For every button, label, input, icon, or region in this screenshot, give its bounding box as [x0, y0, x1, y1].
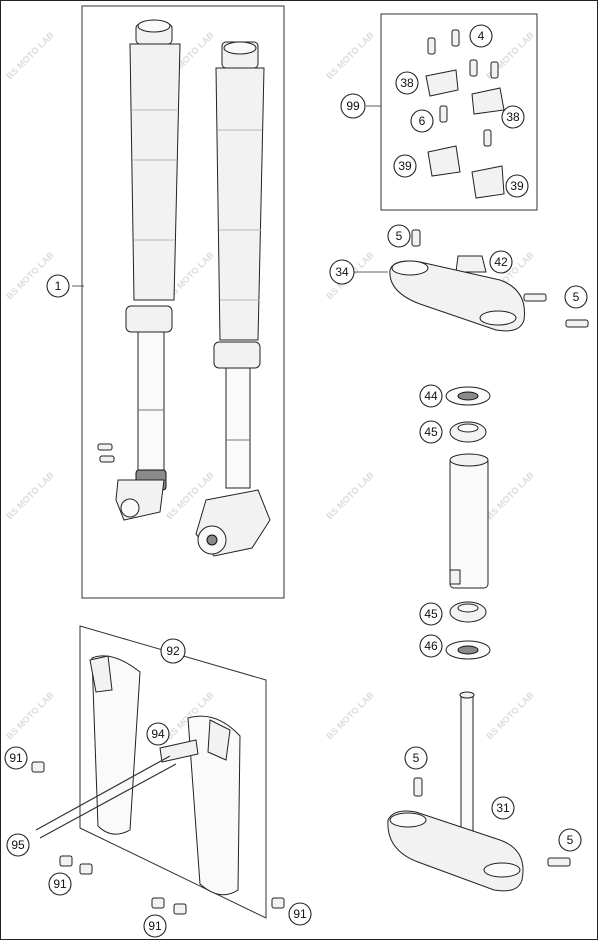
callout-nut-91-c: 91	[288, 902, 312, 926]
svg-text:5: 5	[413, 751, 420, 765]
svg-text:94: 94	[151, 727, 165, 741]
callout-lower-clamp: 31	[491, 796, 515, 820]
handlebar-kit-box	[380, 13, 538, 211]
svg-text:45: 45	[424, 425, 438, 439]
watermark: BS MOTO LAB	[4, 30, 56, 82]
svg-text:45: 45	[424, 607, 438, 621]
svg-text:91: 91	[53, 877, 67, 891]
axle-clamp-bolts	[97, 443, 115, 463]
callout-bearing-45a: 45	[419, 420, 443, 444]
callout-screw-4: 4	[469, 24, 493, 48]
watermark: BS MOTO LAB	[324, 470, 376, 522]
callout-clip-94: 94	[146, 722, 170, 746]
right-fork-leg	[195, 41, 271, 557]
svg-text:39: 39	[510, 179, 524, 193]
svg-text:92: 92	[166, 644, 180, 658]
callout-fork-assembly: 1	[46, 274, 70, 298]
watermark: BS MOTO LAB	[324, 690, 376, 742]
left-fork-leg	[115, 19, 181, 521]
svg-text:31: 31	[496, 801, 510, 815]
callout-clamp-39a: 39	[393, 154, 417, 178]
watermark: BS MOTO LAB	[324, 30, 376, 82]
handlebar-clamp-parts	[425, 29, 505, 199]
svg-text:91: 91	[148, 919, 162, 933]
callout-screw-6: 6	[410, 109, 434, 133]
svg-text:39: 39	[398, 159, 412, 173]
callout-screw-lower-left: 5	[404, 746, 428, 770]
watermark-layer: BS MOTO LAB BS MOTO LAB BS MOTO LAB BS M…	[4, 30, 536, 742]
fork-guard-kit-box	[79, 625, 267, 919]
callout-nut-42: 42	[489, 250, 513, 274]
watermark: BS MOTO LAB	[4, 470, 56, 522]
fork-group-box	[81, 5, 285, 599]
svg-text:1: 1	[55, 279, 62, 293]
callout-nut-91-b: 91	[143, 914, 167, 938]
callout-screw-right-upper: 5	[564, 285, 588, 309]
watermark: BS MOTO LAB	[4, 690, 56, 742]
svg-text:95: 95	[11, 838, 25, 852]
callout-bearing-45b: 45	[419, 602, 443, 626]
watermark: BS MOTO LAB	[484, 470, 536, 522]
callout-nut-91-left: 91	[4, 746, 28, 770]
watermark: BS MOTO LAB	[484, 690, 536, 742]
callout-screw-lower-right: 5	[558, 828, 582, 852]
callout-fork-guard-kit: 92	[160, 638, 186, 664]
svg-text:46: 46	[424, 639, 438, 653]
callout-clamp-38b: 38	[501, 105, 525, 129]
svg-text:44: 44	[424, 389, 438, 403]
svg-text:38: 38	[506, 110, 520, 124]
callout-seal-46: 46	[419, 634, 443, 658]
svg-text:34: 34	[335, 265, 349, 279]
steering-bearings	[445, 386, 491, 660]
svg-text:5: 5	[573, 290, 580, 304]
callout-clamp-38a: 38	[395, 71, 419, 95]
svg-text:38: 38	[400, 76, 414, 90]
callout-clamp-39b: 39	[505, 174, 529, 198]
watermark: BS MOTO LAB	[4, 250, 56, 302]
svg-text:91: 91	[293, 907, 307, 921]
svg-text:4: 4	[478, 29, 485, 43]
callout-handlebar-kit: 99	[340, 93, 366, 119]
callout-seal-44: 44	[419, 384, 443, 408]
svg-text:99: 99	[346, 99, 360, 113]
svg-text:5: 5	[396, 229, 403, 243]
svg-text:91: 91	[9, 751, 23, 765]
fork-guards	[31, 655, 285, 915]
callout-screw-95: 95	[6, 833, 30, 857]
svg-text:5: 5	[567, 833, 574, 847]
callout-upper-clamp: 34	[329, 259, 355, 285]
callout-screw-top: 5	[387, 224, 411, 248]
callout-nut-91-a: 91	[48, 872, 72, 896]
upper-triple-clamp	[389, 229, 589, 332]
lower-triple-clamp	[387, 691, 571, 892]
svg-text:42: 42	[494, 255, 508, 269]
svg-text:6: 6	[419, 114, 426, 128]
